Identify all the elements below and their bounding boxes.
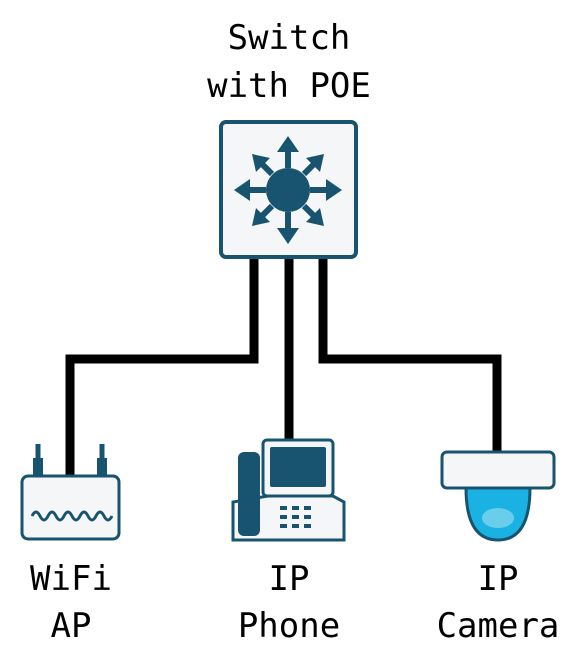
ip-camera-label-line2: Camera [437,606,560,646]
switch-label-line2: with POE [207,66,371,106]
wifi-ap-label-line2: AP [51,606,92,646]
ip-phone-label-line1: IP [269,559,310,599]
cable-ip-camera [318,258,502,452]
ip-camera-icon [440,450,556,542]
switch-icon [219,120,358,259]
ip-phone-label-line2: Phone [238,606,340,646]
switch-label-line1: Switch [228,18,351,58]
ip-phone-icon [231,438,346,542]
cables [65,258,502,476]
wifi-ap-label-line1: WiFi [30,559,112,599]
cable-wifi-ap [65,258,259,476]
ip-camera-label-line1: IP [478,559,519,599]
wifi-ap-icon [20,444,121,541]
